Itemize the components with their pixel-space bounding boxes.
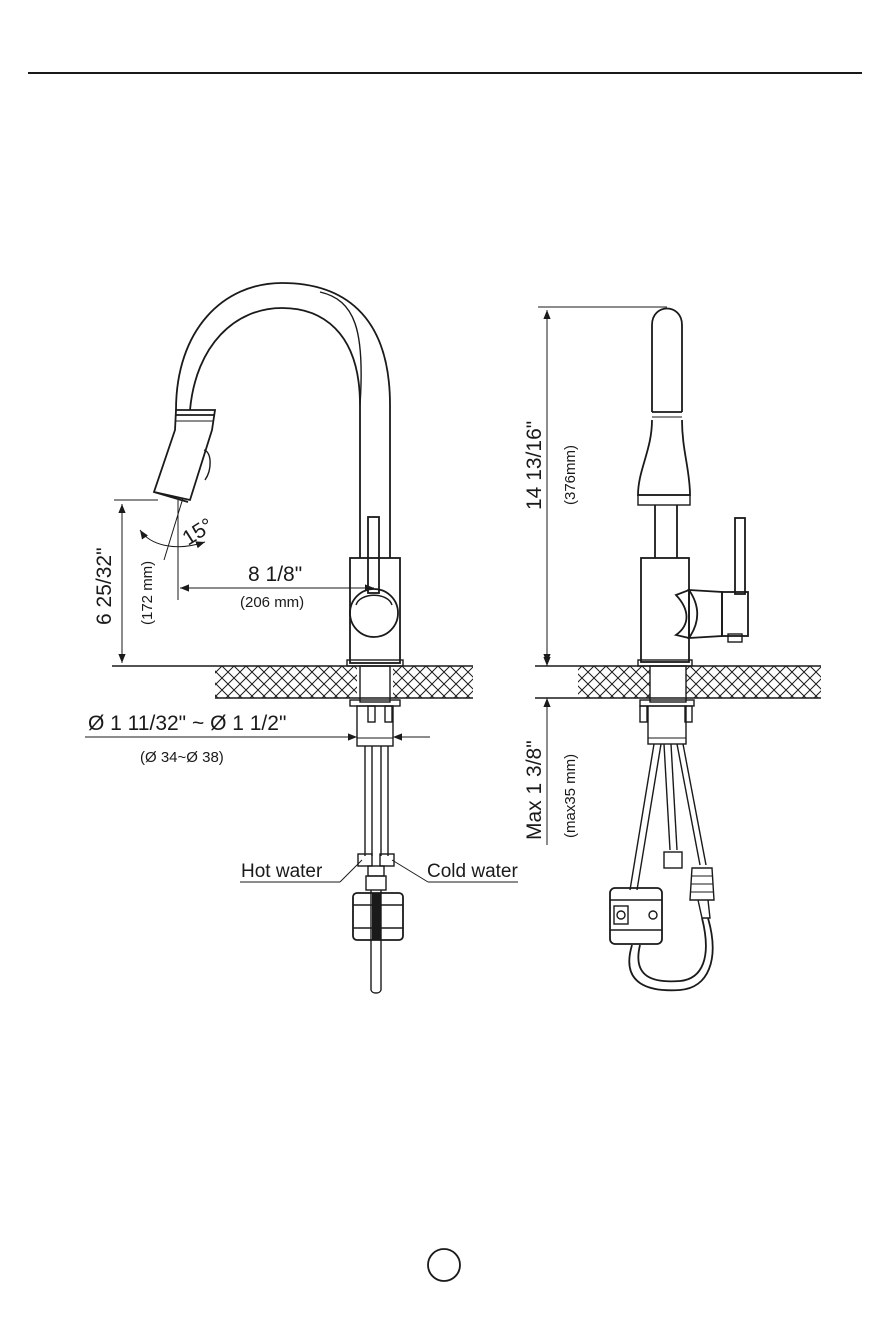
height-to-aerator-mm-label: (172 mm) (139, 561, 156, 625)
faucet-side-view: 6 25/32" (172 mm) 15° 8 1/8" (206 mm) Ø … (85, 283, 518, 993)
supply-hoses-left (358, 746, 394, 993)
countertop-right (535, 666, 821, 698)
page-number-badge (428, 1249, 460, 1281)
faucet-body (347, 517, 403, 666)
spout-reach-mm-label: (206 mm) (240, 594, 304, 611)
hole-diameter-label: Ø 1 11/32" ~ Ø 1 1/2" (88, 712, 286, 735)
spray-head (154, 410, 215, 502)
hot-water-label: Hot water (241, 861, 323, 882)
dim-total-height (538, 307, 667, 663)
max-deck-label: Max 1 3/8" (523, 740, 546, 840)
supply-hoses-right (629, 744, 714, 990)
counterweight-left (353, 893, 403, 940)
total-height-mm-label: (376mm) (562, 445, 579, 505)
faucet-front-view: 14 13/16" (376mm) Max 1 3/8" (max35 mm) (523, 307, 821, 990)
max-deck-mm-label: (max35 mm) (562, 754, 579, 838)
countertop-left (112, 666, 473, 698)
total-height-label: 14 13/16" (523, 421, 546, 510)
cold-water-label: Cold water (427, 861, 518, 882)
spray-angle-label: 15° (178, 514, 217, 550)
height-to-aerator-label: 6 25/32" (93, 547, 116, 625)
counterweight-right (610, 888, 662, 944)
spout-column (638, 309, 690, 559)
hole-diameter-mm-label: (Ø 34~Ø 38) (140, 749, 224, 766)
spout-reach-label: 8 1/8" (248, 563, 302, 586)
